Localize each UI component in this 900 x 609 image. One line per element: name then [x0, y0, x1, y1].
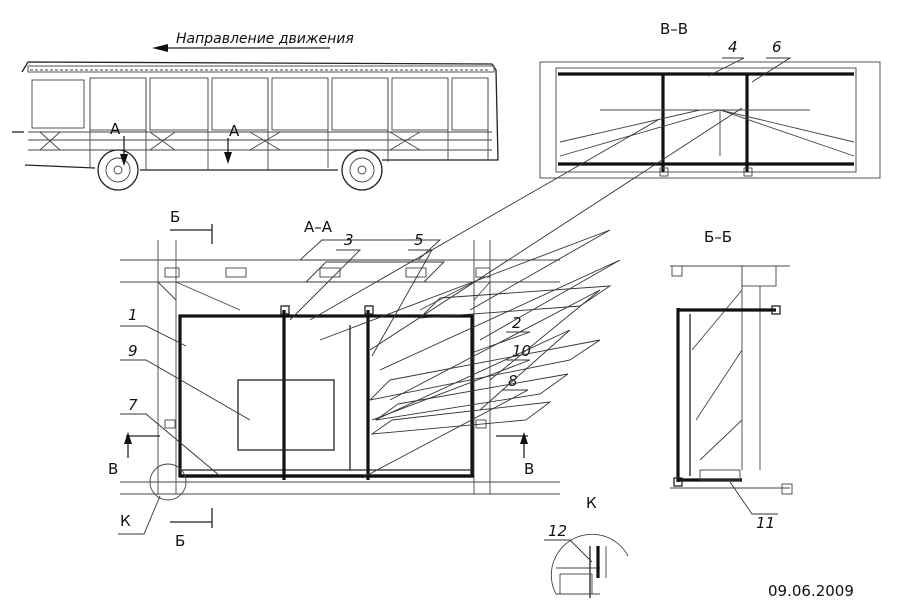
marker-v-left: В — [108, 460, 118, 478]
section-vv-title: В–В — [660, 20, 688, 38]
callout-1: 1 — [128, 306, 138, 324]
callout-10: 10 — [512, 342, 531, 360]
direction-label: Направление движения — [176, 31, 354, 47]
bus-side-view: Направление движения А А — [12, 31, 499, 191]
section-aa-view: А–А 1 9 7 3 5 2 10 8 — [108, 107, 743, 550]
marker-a2: А — [229, 122, 240, 140]
marker-a1: А — [110, 120, 121, 138]
detail-k-title: К — [586, 494, 597, 512]
drawing-date: 09.06.2009 — [768, 582, 854, 600]
marker-v-right: В — [524, 460, 534, 478]
callout-11: 11 — [756, 514, 775, 532]
callout-12: 12 — [548, 522, 567, 540]
marker-b-top: Б — [170, 208, 180, 226]
section-aa-title: А–А — [304, 218, 333, 236]
direction-arrow — [152, 44, 330, 52]
marker-b-bottom: Б — [175, 532, 185, 550]
callout-7: 7 — [128, 396, 138, 414]
callout-4: 4 — [728, 38, 738, 56]
callout-9: 9 — [128, 342, 138, 360]
section-vv-view: В–В 4 6 — [539, 20, 881, 179]
callout-6: 6 — [772, 38, 782, 56]
detail-k-view: К 12 — [544, 494, 629, 598]
section-bb-view: Б–Б 11 — [670, 228, 793, 532]
callout-2: 2 — [512, 314, 522, 332]
section-bb-title: Б–Б — [704, 228, 732, 246]
marker-k: К — [120, 512, 131, 530]
